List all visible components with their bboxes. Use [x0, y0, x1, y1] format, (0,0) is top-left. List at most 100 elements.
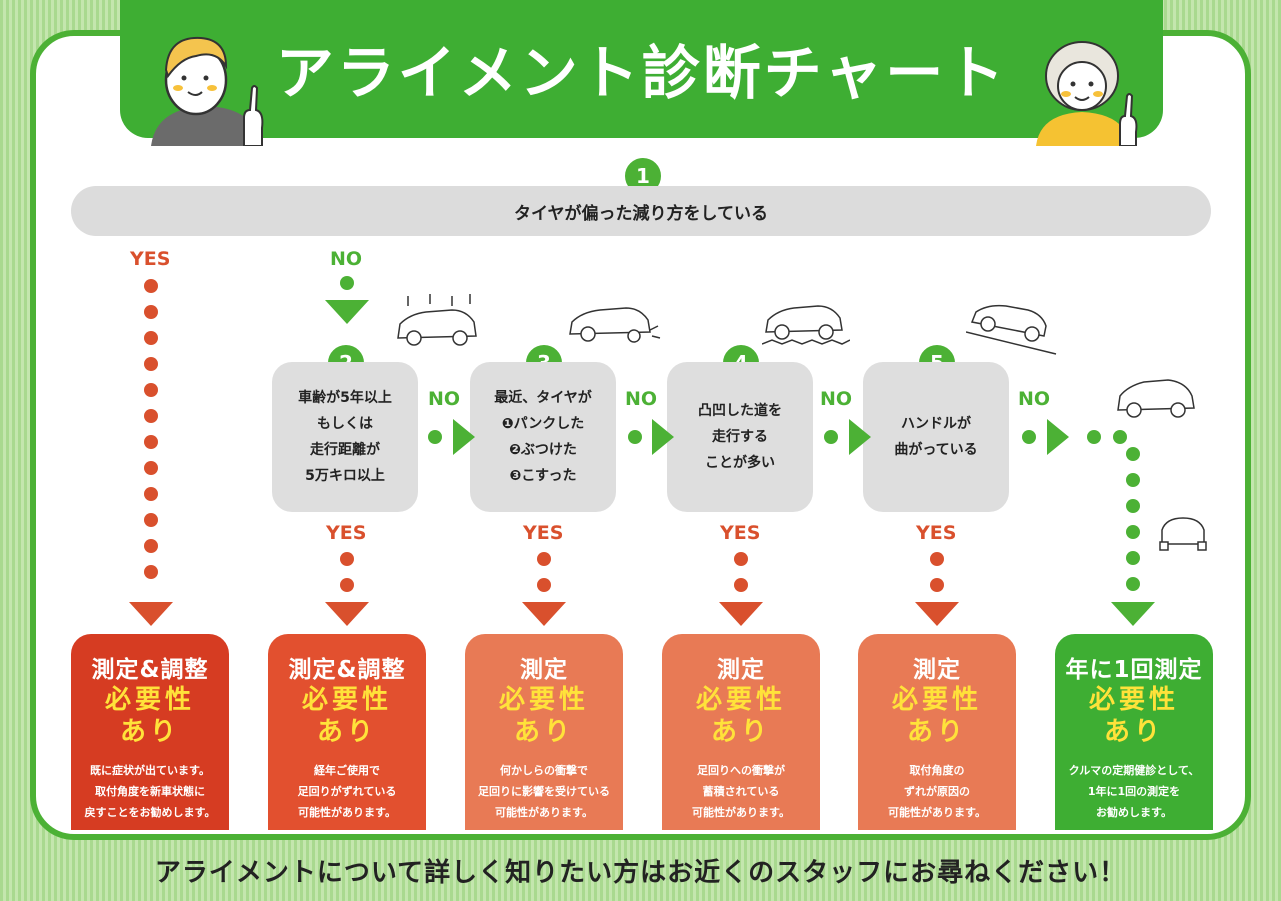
result-necessity: 必要性 [695, 685, 786, 715]
desc-line: 足回りがずれている [297, 785, 397, 798]
result-box-3: 測定 必要性 あり 何かしらの衝撃で 足回りに影響を受けている 可能性があります… [465, 634, 623, 830]
flow-dot [144, 357, 158, 371]
result-description: 足回りへの衝撃が 蓄積されている 可能性があります。 [662, 760, 820, 823]
flow-dot [144, 565, 158, 579]
flow-dot [144, 305, 158, 319]
question-2-box: 車齢が5年以上 もしくは 走行距離が 5万キロ以上 [272, 362, 418, 512]
question-line: 凸凹した道を [698, 403, 782, 419]
desc-line: 既に症状が出ています。 [90, 764, 210, 777]
flow-dot [1087, 430, 1101, 444]
flow-dot [734, 578, 748, 592]
desc-line: 可能性があります。 [888, 806, 986, 819]
question-3-box: 最近、タイヤが ❶パンクした ❷ぶつけた ❸こすった [470, 362, 616, 512]
yes-label: YES [720, 522, 761, 544]
result-heading: 測定 [717, 657, 765, 683]
no-label: NO [625, 388, 658, 410]
result-box-4: 測定 必要性 あり 足回りへの衝撃が 蓄積されている 可能性があります。 [662, 634, 820, 830]
flow-dot [340, 552, 354, 566]
page-title: アライメント診断チャート [275, 39, 1008, 107]
car-slope-icon [966, 304, 1057, 355]
result-necessity-sub: あり [1103, 717, 1164, 747]
flow-dot [1126, 499, 1140, 513]
desc-line: 取付角度の [909, 764, 965, 777]
question-line: ❸こすった [509, 468, 577, 484]
flow-dot [628, 430, 642, 444]
result-description: 既に症状が出ています。 取付角度を新車状態に 戻すことをお勧めします。 [71, 760, 229, 823]
flow-arrow [915, 602, 959, 626]
question-line: 走行距離が [310, 442, 380, 458]
flow-dot [734, 552, 748, 566]
flow-dot [144, 461, 158, 475]
result-description: 経年ご使用で 足回りがずれている 可能性があります。 [268, 760, 426, 823]
result-necessity-sub: あり [906, 717, 967, 747]
flow-dot [537, 578, 551, 592]
flow-dot [144, 435, 158, 449]
flow-arrow [849, 419, 871, 455]
question-line: ❶パンクした [501, 416, 585, 432]
result-necessity-sub: あり [710, 717, 771, 747]
question-4-box: 凸凹した道を 走行する ことが多い [667, 362, 813, 512]
yes-label: YES [326, 522, 367, 544]
result-box-6: 年に1回測定 必要性 あり クルマの定期健診として、 1年に1回の測定を お勧め… [1055, 634, 1213, 830]
flow-arrow [719, 602, 763, 626]
result-necessity: 必要性 [1088, 685, 1179, 715]
question-line: ❷ぶつけた [509, 442, 577, 458]
desc-line: 取付角度を新車状態に [95, 785, 205, 798]
desc-line: 足回りに影響を受けている [478, 785, 610, 798]
desc-line: 戻すことをお勧めします。 [84, 806, 216, 819]
flow-dot [930, 578, 944, 592]
flow-dot [824, 430, 838, 444]
flow-dot [144, 279, 158, 293]
result-box-1: 測定&調整 必要性 あり 既に症状が出ています。 取付角度を新車状態に 戻すこと… [71, 634, 229, 830]
man-illustration [151, 36, 264, 146]
car-rain-icon [397, 294, 477, 346]
flow-dot [340, 276, 354, 290]
flow-arrow [1111, 602, 1155, 626]
result-description: クルマの定期健診として、 1年に1回の測定を お勧めします。 [1055, 760, 1213, 823]
flow-dot [144, 331, 158, 345]
flow-dot [1126, 577, 1140, 591]
flow-dot [144, 383, 158, 397]
flow-arrow [652, 419, 674, 455]
yes-label: YES [130, 248, 171, 270]
desc-line: 何かしらの衝撃で [500, 764, 588, 777]
question-line: ことが多い [705, 455, 775, 471]
no-label: NO [330, 248, 363, 270]
flow-arrow [129, 602, 173, 626]
desc-line: クルマの定期健診として、 [1068, 764, 1200, 777]
desc-line: ずれが原因の [904, 785, 970, 798]
car-side-icon [1117, 379, 1195, 418]
question-line: ハンドルが [901, 416, 971, 432]
result-necessity: 必要性 [498, 685, 589, 715]
desc-line: 足回りへの衝撃が [697, 764, 785, 777]
question-1-text: タイヤが偏った減り方をしている [514, 203, 768, 224]
flow-dot [340, 578, 354, 592]
flow-dot [1022, 430, 1036, 444]
flow-dot [1113, 430, 1127, 444]
result-box-2: 測定&調整 必要性 あり 経年ご使用で 足回りがずれている 可能性があります。 [268, 634, 426, 830]
flow-dot [144, 487, 158, 501]
question-line: 車齢が5年以上 [298, 390, 392, 406]
flow-dot [930, 552, 944, 566]
result-heading: 年に1回測定 [1065, 657, 1203, 683]
result-box-5: 測定 必要性 あり 取付角度の ずれが原因の 可能性があります。 [858, 634, 1016, 830]
flow-dot [428, 430, 442, 444]
result-necessity: 必要性 [104, 685, 195, 715]
flow-dot [144, 539, 158, 553]
result-necessity: 必要性 [301, 685, 392, 715]
result-necessity-sub: あり [513, 717, 574, 747]
result-necessity-sub: あり [316, 717, 377, 747]
flow-arrow [453, 419, 475, 455]
flow-arrow [522, 602, 566, 626]
title-bar: アライメント診断チャート [120, 0, 1163, 138]
no-label: NO [428, 388, 461, 410]
result-necessity: 必要性 [891, 685, 982, 715]
desc-line: 可能性があります。 [298, 806, 396, 819]
flow-dot [537, 552, 551, 566]
flow-arrow [1047, 419, 1069, 455]
desc-line: お勧めします。 [1096, 806, 1172, 819]
flow-arrow [325, 602, 369, 626]
car-front-icon [1159, 517, 1207, 551]
no-label: NO [1018, 388, 1051, 410]
desc-line: 可能性があります。 [692, 806, 790, 819]
